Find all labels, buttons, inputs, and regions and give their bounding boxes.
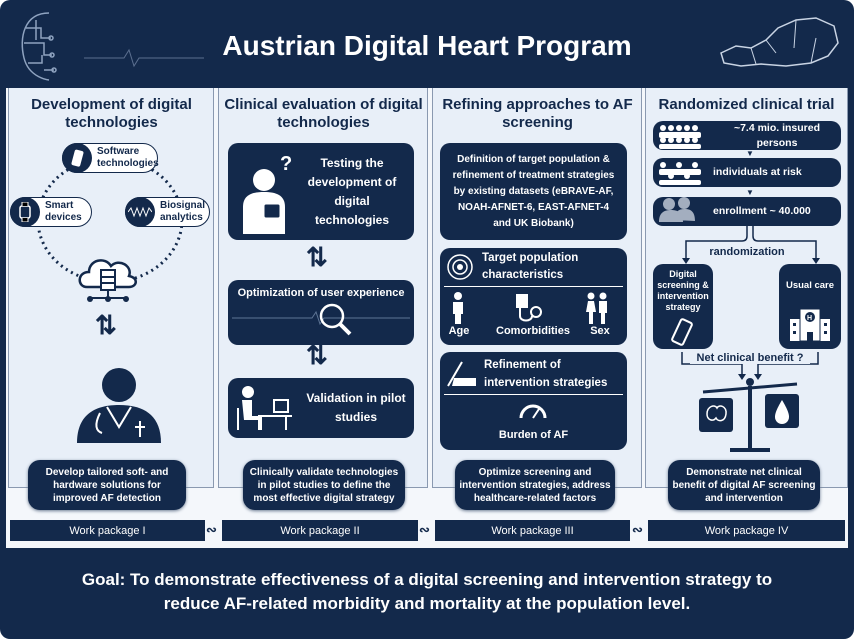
- box-refinement: Refinement of intervention strategies Bu…: [440, 352, 627, 450]
- work-package-4: Work package IV: [648, 520, 845, 541]
- summary-wp3: Optimize screening and intervention stra…: [455, 460, 615, 510]
- person-tablet-icon: ?: [243, 153, 292, 234]
- target-icon: [447, 254, 473, 280]
- label-age: Age: [448, 325, 470, 337]
- net-benefit-label: Net clinical benefit ?: [690, 352, 810, 364]
- column-title: Clinical evaluation of digital technolog…: [224, 96, 423, 131]
- bidirectional-arrows-icon: ⇅: [306, 340, 328, 370]
- link-icon: ∾: [419, 522, 430, 537]
- doctor-icon: [77, 368, 161, 443]
- net-benefit-bracket: [681, 352, 819, 380]
- circuit-brain-icon: [21, 12, 57, 81]
- austria-map-icon: [720, 17, 839, 67]
- svg-text:?: ?: [280, 153, 292, 175]
- work-package-2: Work package II: [222, 520, 418, 541]
- label-comorbidities: Comorbidities: [496, 325, 570, 337]
- gauge-icon: [519, 404, 547, 419]
- column-title: Refining approaches to AF screening: [442, 96, 633, 131]
- pill-biosignal-analytics: Biosignal analytics: [125, 197, 210, 227]
- work-package-1: Work package I: [10, 520, 205, 541]
- label-burden-of-af: Burden of AF: [498, 429, 569, 441]
- summary-wp2: Clinically validate technologies in pilo…: [243, 460, 405, 510]
- svg-text:H: H: [807, 315, 812, 322]
- smartphone-icon: [671, 318, 693, 346]
- page-title: Austrian Digital Heart Program: [222, 30, 632, 61]
- hospital-icon: H: [790, 308, 830, 342]
- link-icon: ∾: [206, 522, 217, 537]
- box-definition: Definition of target population & refine…: [440, 143, 627, 240]
- bidirectional-arrows-icon: ⇅: [306, 242, 328, 272]
- label-sex: Sex: [590, 325, 610, 337]
- smartphone-icon: [62, 143, 92, 173]
- pill-smart-devices: Smart devices: [10, 197, 92, 227]
- cloud-server-icon: [78, 259, 137, 302]
- goal-line-2: reduce AF-related morbidity and mortalit…: [163, 594, 691, 613]
- ecg-line-icon: [84, 48, 204, 68]
- elderly-person-icon: [453, 292, 463, 324]
- link-icon: ∾: [632, 522, 643, 537]
- randomization-arrows: [682, 226, 820, 264]
- summary-wp1: Develop tailored soft- and hardware solu…: [28, 460, 186, 510]
- step-enrollment: enrollment ~ 40.000: [653, 197, 841, 226]
- column-title: Development of digital technologies: [31, 96, 192, 131]
- column-title: Randomized clinical trial: [658, 96, 835, 113]
- smartwatch-icon: [10, 197, 40, 227]
- balance-scale-icon: [699, 378, 799, 452]
- work-package-3: Work package III: [435, 520, 630, 541]
- arm-digital-screening: Digital screening & intervention strateg…: [653, 264, 713, 349]
- male-female-icon: [586, 292, 607, 324]
- pill-software-technologies: Software technologies: [62, 143, 159, 173]
- bidirectional-arrows-icon: ⇅: [95, 310, 117, 340]
- blood-pressure-icon: [516, 294, 542, 322]
- box-target-population: Target population characteristics Age Co…: [440, 248, 627, 345]
- magnifier-ecg-icon: [232, 303, 410, 336]
- crowd-icons: [659, 125, 701, 222]
- randomization-label: randomization: [709, 246, 785, 258]
- writing-hand-icon: [447, 361, 476, 387]
- waveform-icon: [125, 197, 155, 227]
- goal-line-1: Goal: To demonstrate effectiveness of a …: [81, 570, 773, 589]
- summary-wp4: Demonstrate net clinical benefit of digi…: [668, 460, 820, 510]
- person-at-desk-icon: [237, 386, 292, 430]
